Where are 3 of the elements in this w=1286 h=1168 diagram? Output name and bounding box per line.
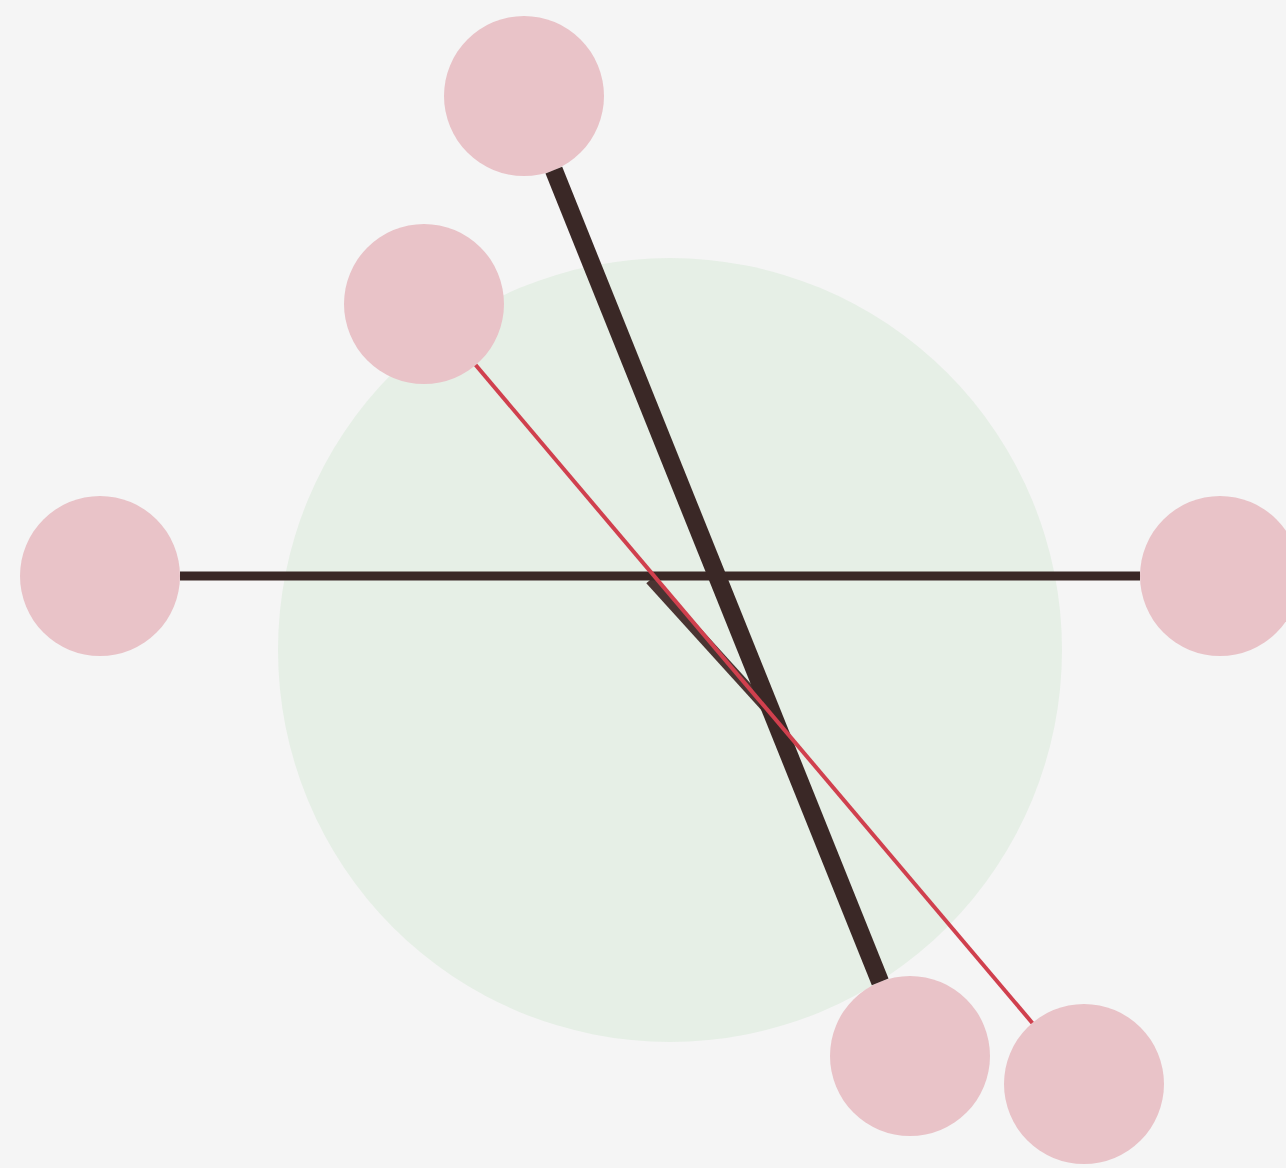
connector-line — [474, 363, 1034, 1025]
connector-line — [545, 166, 889, 986]
connector-line — [180, 571, 1140, 581]
